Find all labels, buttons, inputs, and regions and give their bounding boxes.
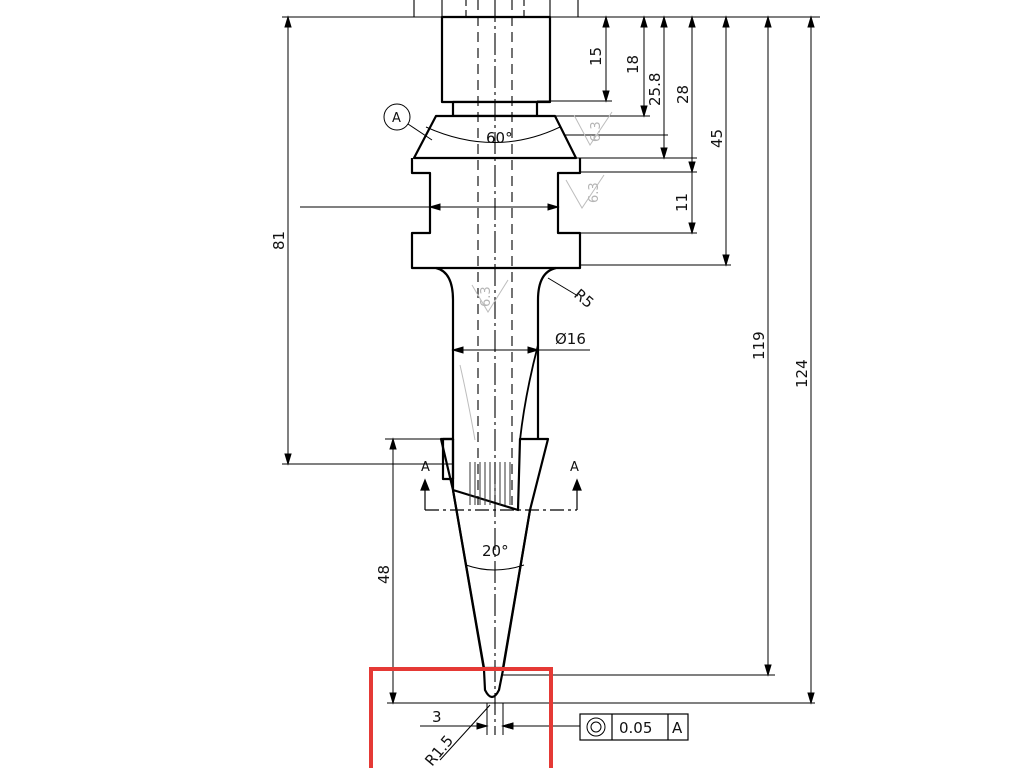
datum-bubble: A xyxy=(383,103,433,141)
angle-arc-top xyxy=(425,126,561,143)
dim-angle-20: 20° xyxy=(482,542,509,560)
dim-28: 28 xyxy=(674,85,692,104)
dim-119: 119 xyxy=(750,331,768,360)
highlight-box xyxy=(369,667,553,768)
dim-25-8: 25.8 xyxy=(646,73,664,106)
dim-r5: R5 xyxy=(570,285,597,312)
dim-124: 124 xyxy=(793,359,811,388)
tolerance-value: 0.05 xyxy=(619,719,652,737)
roughness-2: 6.3 xyxy=(587,182,602,203)
dim-81: 81 xyxy=(270,231,288,250)
concentricity-icon xyxy=(586,717,606,737)
collar-hatch xyxy=(469,462,511,505)
dim-r1-5: R1.5 xyxy=(421,732,457,768)
roughness-symbols: 6.3 6.3 6.3 xyxy=(459,111,613,441)
dimension-lines xyxy=(284,15,815,761)
section-label-left: A xyxy=(421,460,430,475)
dim-3: 3 xyxy=(432,708,442,726)
dim-angle-60: 60° xyxy=(486,129,513,147)
dim-45: 45 xyxy=(708,129,726,148)
dim-11: 11 xyxy=(673,193,691,212)
section-line xyxy=(420,478,582,511)
tolerance-frame: 0.05 A xyxy=(579,713,689,741)
dim-18: 18 xyxy=(624,55,642,74)
hidden-lines xyxy=(413,0,579,735)
roughness-3: 6.3 xyxy=(479,286,494,307)
tolerance-datum: A xyxy=(672,719,683,737)
roughness-1: 6.3 xyxy=(589,121,604,142)
section-label-right: A xyxy=(570,460,579,475)
dim-48: 48 xyxy=(375,565,393,584)
part-outline xyxy=(410,15,582,699)
angle-arc-tip xyxy=(465,564,525,571)
dim-diameter-16: Ø16 xyxy=(555,330,586,348)
datum-label: A xyxy=(392,111,401,126)
dim-15: 15 xyxy=(587,47,605,66)
extension-lines xyxy=(282,16,820,704)
